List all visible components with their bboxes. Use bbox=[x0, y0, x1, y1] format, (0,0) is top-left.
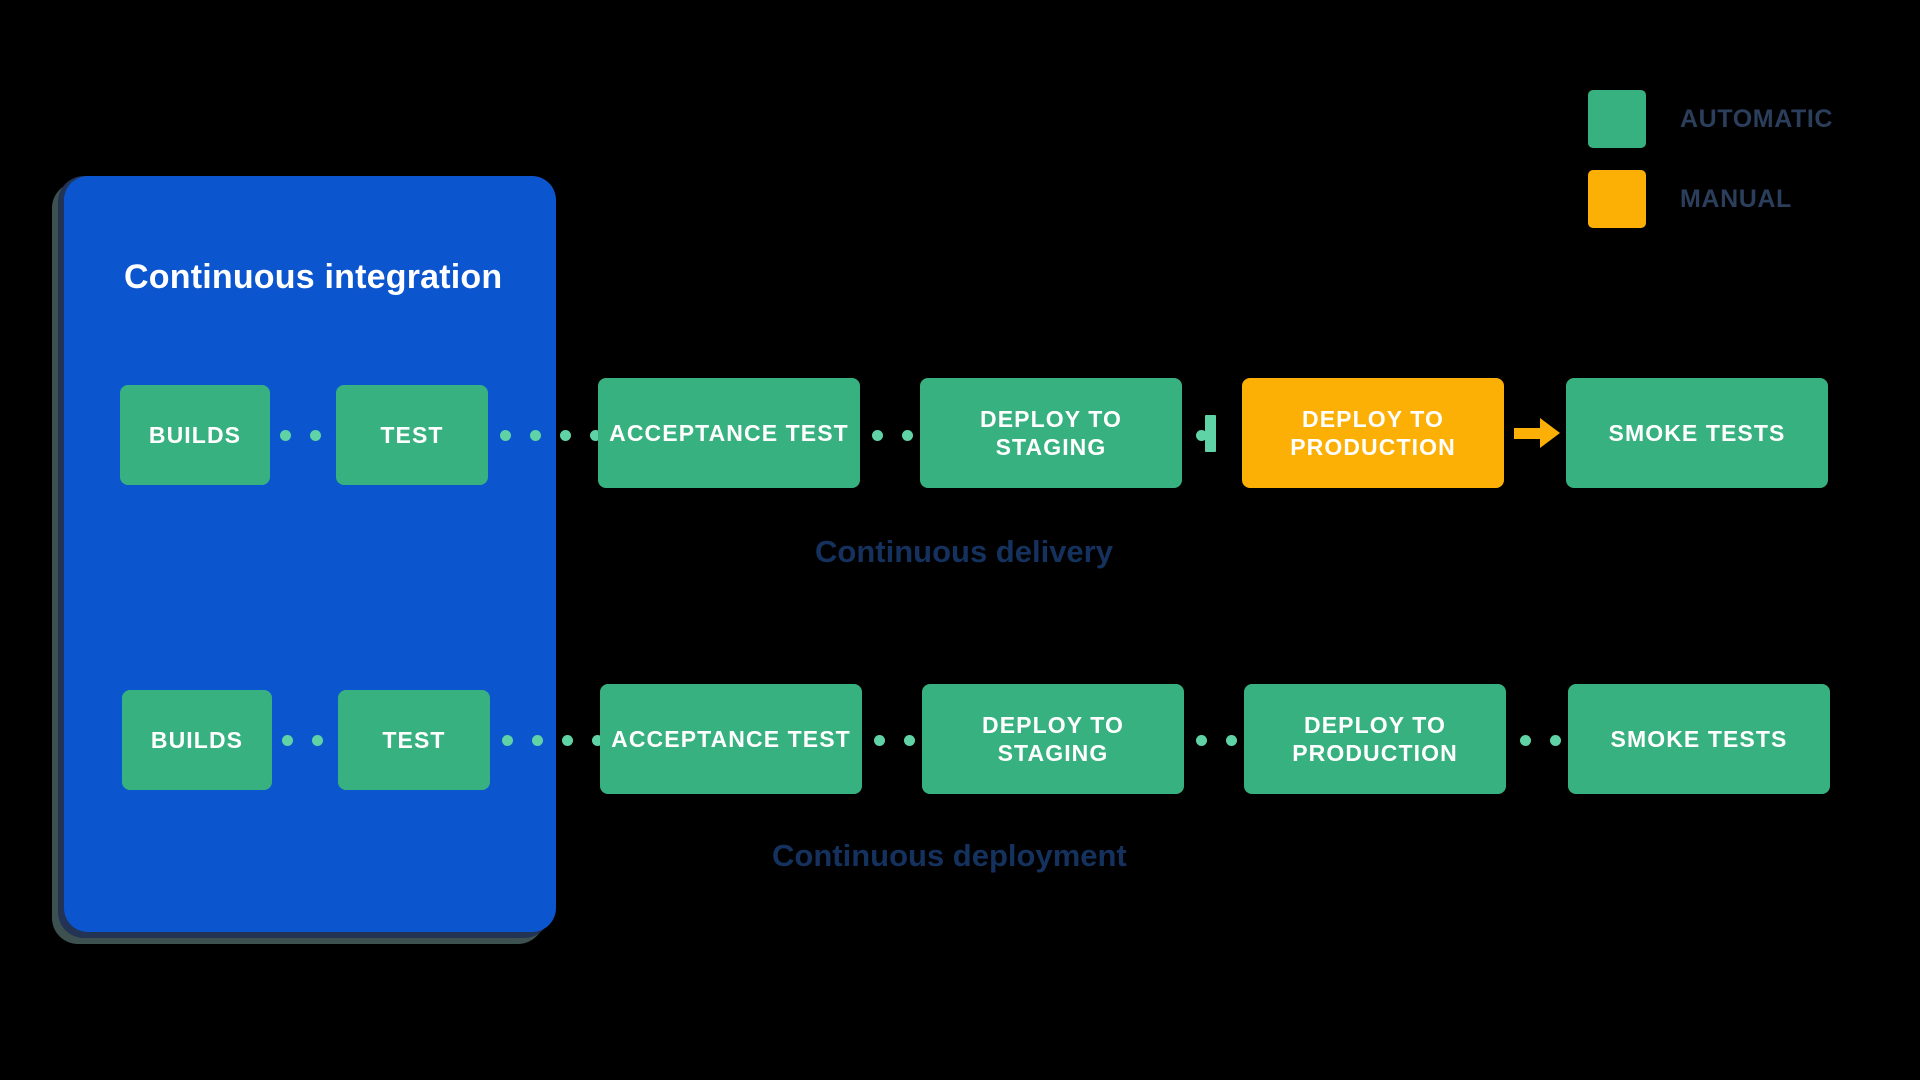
node-deploy-to-production-delivery[interactable]: DEPLOY TO PRODUCTION bbox=[1242, 378, 1504, 488]
connector-dot bbox=[1520, 734, 1531, 746]
node-smoke-tests-delivery[interactable]: SMOKE TESTS bbox=[1566, 378, 1828, 488]
arrow-head bbox=[1540, 418, 1560, 448]
connector-dot bbox=[902, 429, 913, 441]
connector-dot bbox=[310, 429, 321, 441]
connector-dot bbox=[560, 429, 571, 441]
node-smoke-tests-deployment[interactable]: SMOKE TESTS bbox=[1568, 684, 1830, 794]
connector-dot bbox=[872, 429, 883, 441]
manual-gate-marker bbox=[1205, 415, 1216, 452]
connector-dot bbox=[1550, 734, 1561, 746]
connector-dot bbox=[1196, 429, 1207, 441]
legend-item-automatic: AUTOMATIC bbox=[1588, 90, 1888, 148]
node-deploy-to-production-deployment[interactable]: DEPLOY TO PRODUCTION bbox=[1244, 684, 1506, 794]
connector-staging-production-gate-dot bbox=[1196, 428, 1207, 442]
connector-dot bbox=[592, 734, 603, 746]
caption-continuous-deployment: Continuous deployment bbox=[772, 838, 1127, 873]
connector-dot bbox=[562, 734, 573, 746]
node-builds-delivery[interactable]: BUILDS bbox=[120, 385, 270, 485]
node-test-deployment[interactable]: TEST bbox=[338, 690, 490, 790]
node-deploy-to-staging-deployment[interactable]: DEPLOY TO STAGING bbox=[922, 684, 1184, 794]
connector-dot bbox=[282, 734, 293, 746]
green-square-swatch-icon bbox=[1588, 90, 1646, 148]
connector-dot bbox=[590, 429, 601, 441]
legend-label-manual: MANUAL bbox=[1680, 184, 1792, 213]
connector-dot bbox=[500, 429, 511, 441]
node-test-delivery[interactable]: TEST bbox=[336, 385, 488, 485]
node-acceptance-test-delivery[interactable]: ACCEPTANCE TEST bbox=[598, 378, 860, 488]
node-deploy-to-staging-delivery[interactable]: DEPLOY TO STAGING bbox=[920, 378, 1182, 488]
caption-continuous-delivery: Continuous delivery bbox=[815, 534, 1113, 569]
connector-dot bbox=[874, 734, 885, 746]
connector-dot bbox=[502, 734, 513, 746]
ci-panel-title: Continuous integration bbox=[124, 258, 503, 296]
connector-dot bbox=[530, 429, 541, 441]
legend-label-automatic: AUTOMATIC bbox=[1680, 104, 1834, 133]
connector-dot bbox=[1196, 734, 1207, 746]
arrow-shaft bbox=[1514, 427, 1540, 439]
connector-dot bbox=[1226, 734, 1237, 746]
continuous-integration-panel bbox=[64, 176, 556, 932]
orange-arrow-icon bbox=[1514, 418, 1560, 448]
connector-dot bbox=[904, 734, 915, 746]
legend-item-manual: MANUAL bbox=[1588, 170, 1888, 228]
connector-dot bbox=[312, 734, 323, 746]
node-builds-deployment[interactable]: BUILDS bbox=[122, 690, 272, 790]
legend: AUTOMATIC MANUAL bbox=[1588, 90, 1888, 250]
node-acceptance-test-deployment[interactable]: ACCEPTANCE TEST bbox=[600, 684, 862, 794]
connector-dot bbox=[280, 429, 291, 441]
orange-square-swatch-icon bbox=[1588, 170, 1646, 228]
connector-dot bbox=[532, 734, 543, 746]
